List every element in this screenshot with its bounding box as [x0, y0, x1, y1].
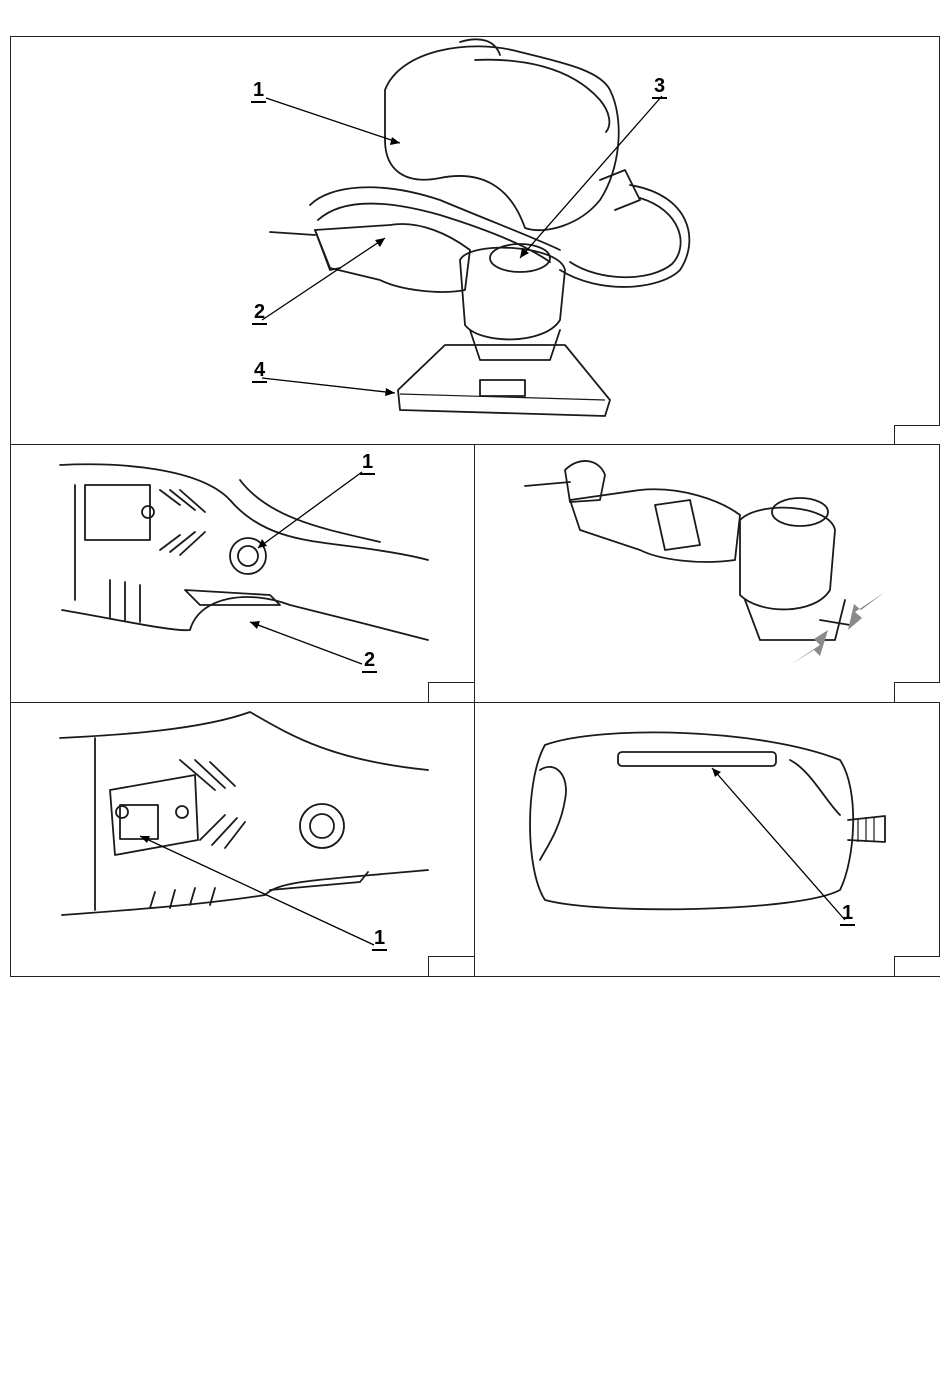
figure-5-leaders — [0, 0, 950, 1387]
